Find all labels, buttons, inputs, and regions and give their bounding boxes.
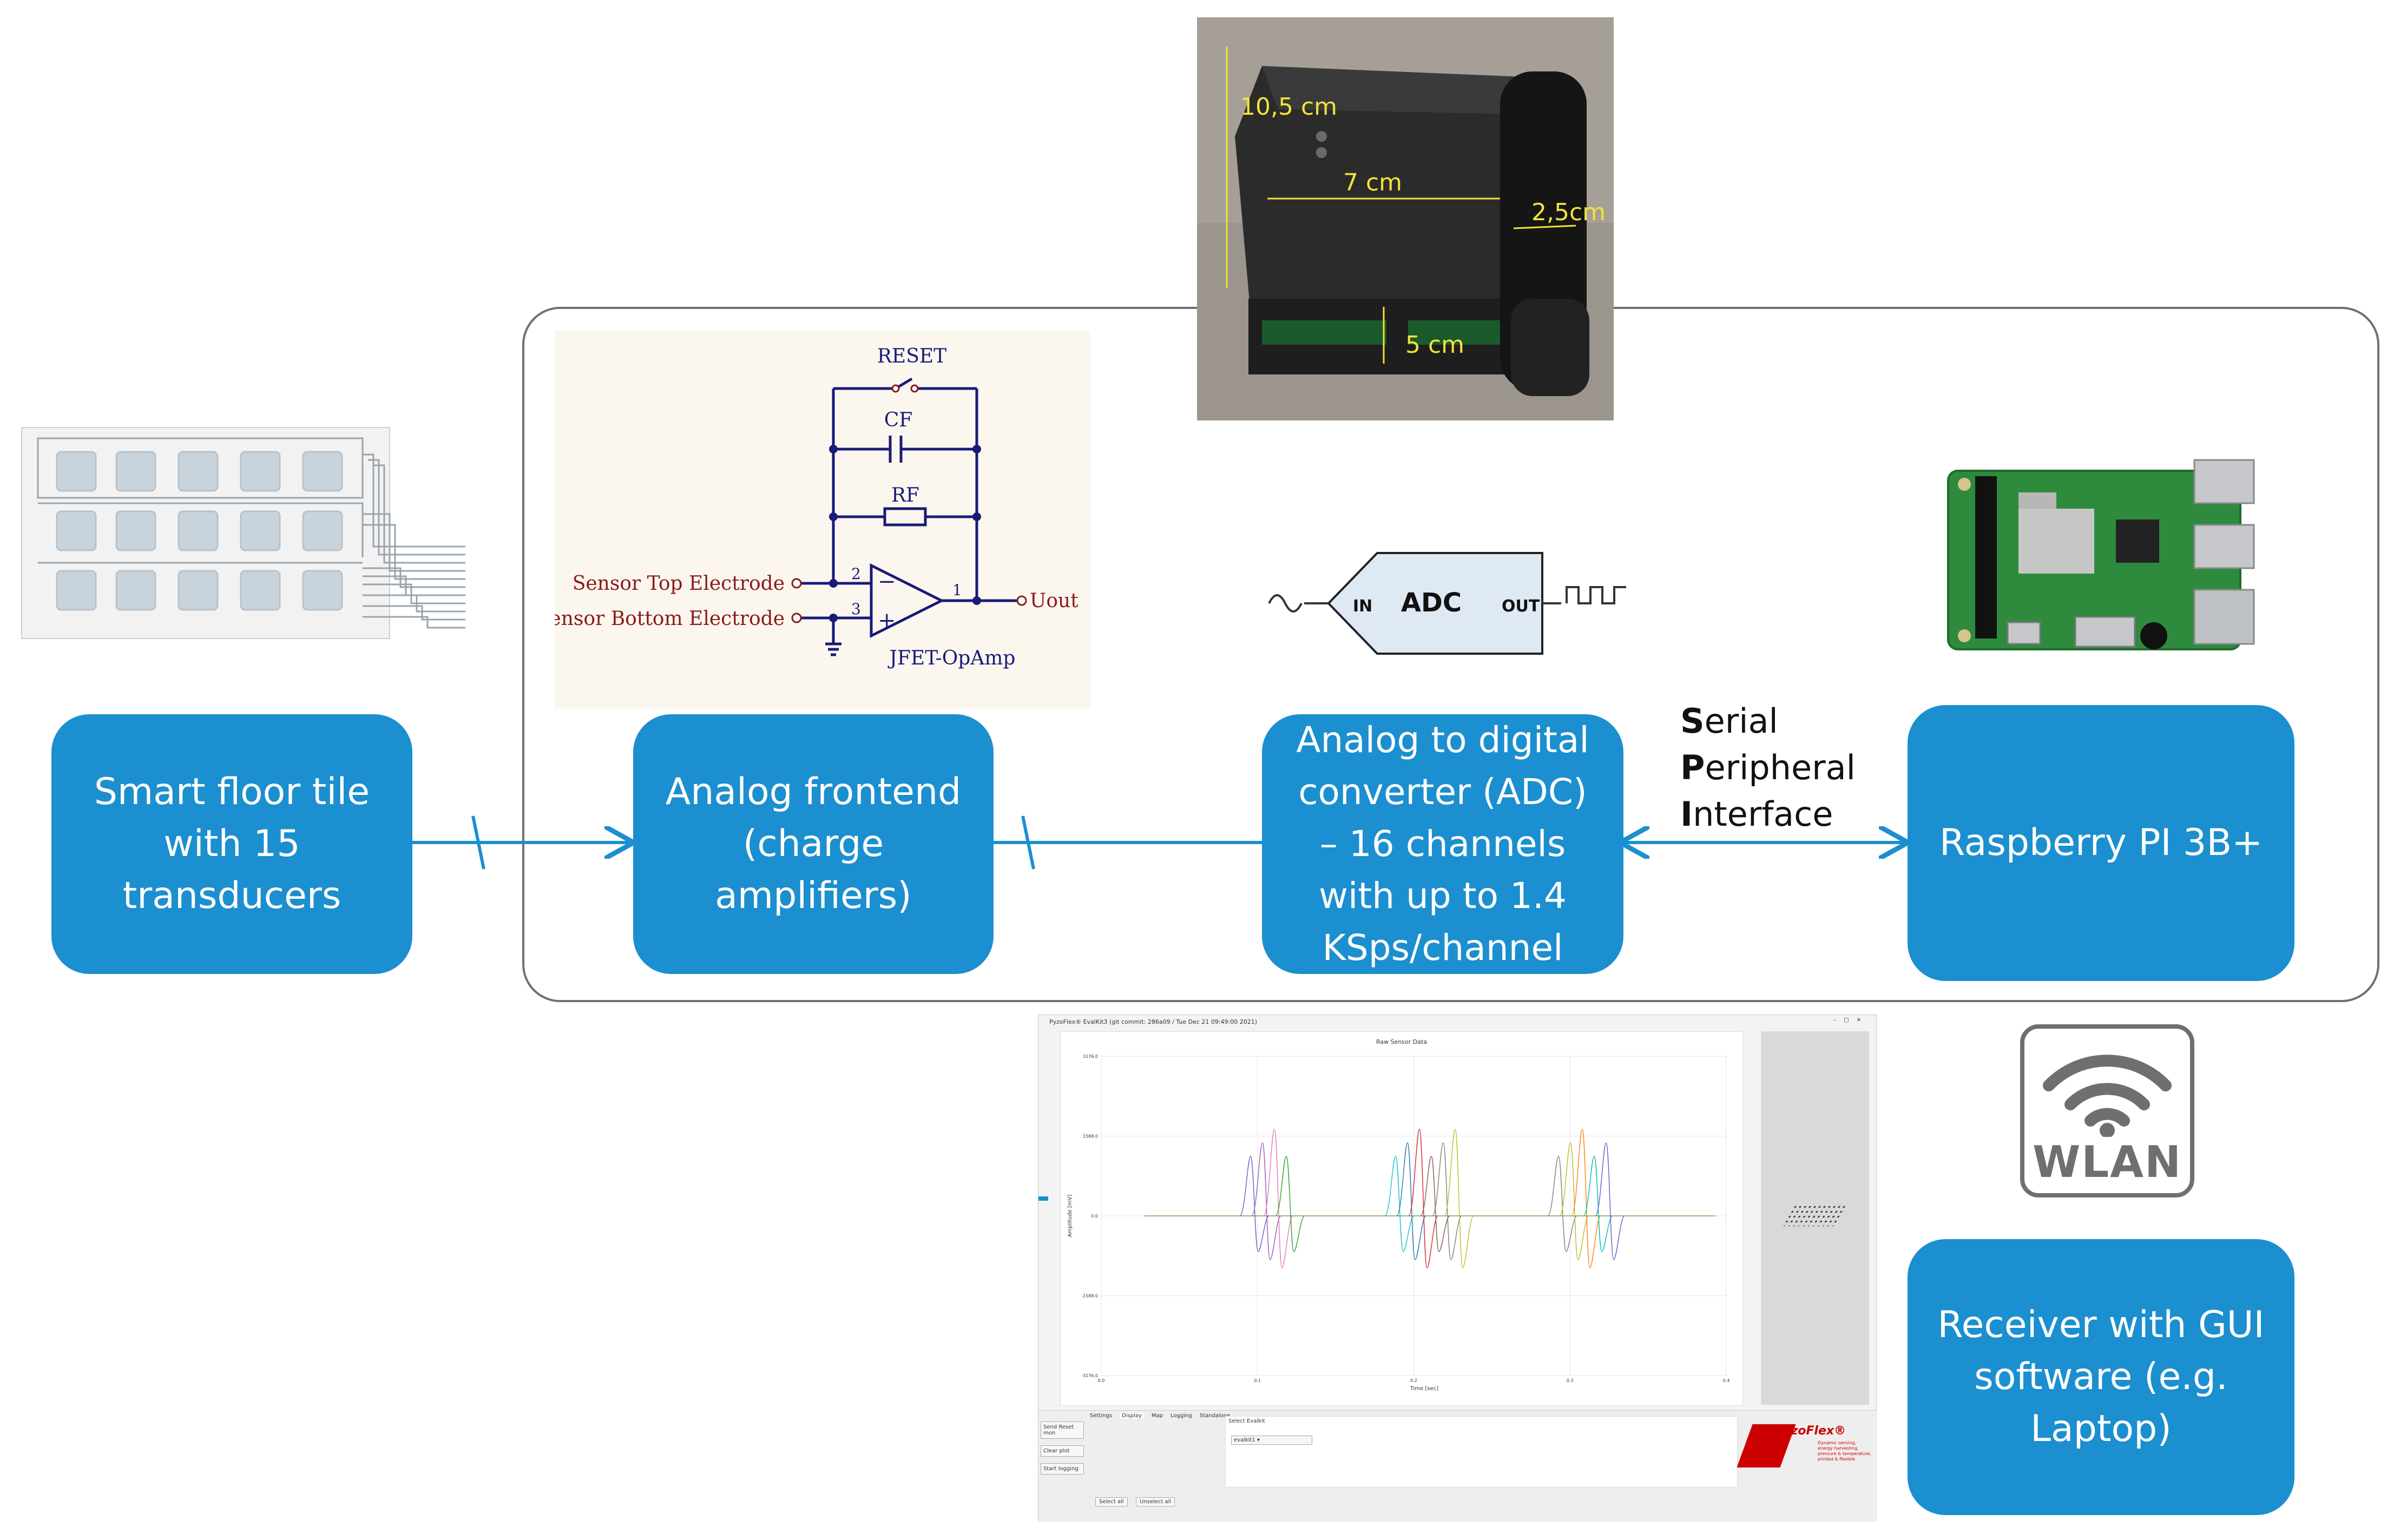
block-adc: Analog to digital converter (ADC) – 16 c… — [1262, 714, 1623, 974]
x-tick-label: 0.4 — [1723, 1378, 1730, 1383]
x-tick-label: 0.3 — [1567, 1378, 1574, 1383]
tab-display[interactable]: Display — [1120, 1413, 1144, 1419]
sensor-map-dots — [1781, 1205, 1849, 1226]
label-reset: RESET — [877, 345, 946, 367]
block-receiver: Receiver with GUI software (e.g. Laptop) — [1908, 1239, 2294, 1515]
plot-xticks: 0.0 0.1 0.2 0.3 0.4 — [1098, 1378, 1730, 1383]
label-cf: CF — [884, 409, 913, 431]
bus-slash-1 — [471, 815, 485, 870]
channel-checkboxes[interactable] — [1093, 1424, 1222, 1489]
gui-window-title: PyzoFlex® EvalKit3 (git commit: 286a09 /… — [1049, 1018, 1258, 1025]
bus-slash-2 — [1021, 815, 1035, 870]
signal-trace — [1444, 1129, 1474, 1268]
y-tick-label: -1588.0 — [1081, 1294, 1098, 1299]
signal-trace — [1396, 1142, 1426, 1260]
gui-plot-area: Raw Sensor Data 3176.0 1588.0 0.0 -1588.0 -3… — [1060, 1031, 1743, 1406]
charge-amplifier-circuit: RESET CF RF JFET-OpAmp 2 3 1 − + Sensor … — [555, 330, 1090, 709]
x-tick-label: 0.1 — [1254, 1378, 1261, 1383]
gui-plot: Raw Sensor Data 3176.0 1588.0 0.0 -1588.0 -3… — [1067, 1038, 1730, 1392]
minus-sign: − — [878, 569, 896, 594]
dim-bottom: 5 cm — [1405, 331, 1464, 359]
label-top-electrode: Sensor Top Electrode — [573, 572, 785, 595]
plot-title: Raw Sensor Data — [1376, 1038, 1427, 1045]
pin-2: 2 — [851, 565, 861, 583]
signal-trace — [1275, 1156, 1305, 1252]
block-raspberry-pi: Raspberry PI 3B+ — [1908, 705, 2294, 981]
unselect-all-button[interactable]: Unselect all — [1136, 1497, 1175, 1506]
plot-ylabel: Amplitude [mV] — [1067, 1194, 1073, 1237]
gui-window-controls: –▢✕ — [1833, 1017, 1869, 1023]
signal-trace — [1263, 1129, 1293, 1268]
block-analog-frontend: Analog frontend (charge amplifiers) — [633, 714, 994, 974]
plot-xlabel: Time [sec] — [1410, 1386, 1438, 1392]
wlan-label: WLAN — [2032, 1137, 2182, 1187]
plus-sign: + — [878, 608, 896, 633]
pin-1: 1 — [952, 581, 962, 599]
select-evalkit-label: Select Evalkit — [1228, 1418, 1265, 1424]
dim-depth: 2,5cm — [1531, 199, 1606, 226]
signal-trace — [1432, 1142, 1462, 1260]
signal-trace — [1559, 1142, 1589, 1260]
floor-tile-image — [21, 427, 465, 639]
x-tick-label: 0.2 — [1410, 1378, 1417, 1383]
gui-tabs: Settings Display Map Logging Standalone — [1090, 1413, 1230, 1419]
adc-title: ADC — [1401, 588, 1462, 618]
label-opamp: JFET-OpAmp — [887, 647, 1016, 669]
signal-trace — [1571, 1129, 1601, 1268]
signal-trace — [1420, 1156, 1450, 1252]
pin-3: 3 — [851, 600, 861, 618]
send-reset-button[interactable]: Send Reset mon — [1041, 1421, 1084, 1439]
signal-trace — [1239, 1156, 1270, 1252]
spi-label: Serial Peripheral Interface — [1680, 701, 1856, 834]
dim-width: 7 cm — [1343, 169, 1402, 196]
gui-slider-handle[interactable] — [1038, 1196, 1048, 1201]
block-floor-tile: Smart floor tile with 15 transducers — [51, 714, 412, 974]
evalkit-select[interactable]: evalkit1 ▾ — [1231, 1436, 1312, 1445]
x-tick-label: 0.0 — [1098, 1378, 1105, 1383]
start-logging-button[interactable]: Start logging — [1041, 1463, 1084, 1475]
gui-controls-panel: Send Reset mon Clear plot Start logging … — [1038, 1410, 1877, 1522]
adc-out-label: OUT — [1502, 597, 1540, 616]
tab-map[interactable]: Map — [1151, 1413, 1163, 1419]
signal-trace — [1595, 1142, 1625, 1260]
label-bottom-electrode: Sensor Bottom Electrode — [555, 608, 785, 630]
select-evalkit-panel: Select Evalkit evalkit1 ▾ — [1225, 1416, 1738, 1488]
clear-plot-button[interactable]: Clear plot — [1041, 1445, 1084, 1457]
adc-in-label: IN — [1353, 597, 1372, 616]
adc-symbol: ADC IN OUT — [1268, 552, 1626, 655]
dim-height: 10,5 cm — [1240, 93, 1337, 121]
y-tick-label: -3176.0 — [1081, 1373, 1098, 1378]
y-tick-label: 0.0 — [1091, 1214, 1098, 1219]
signal-trace — [1408, 1129, 1438, 1268]
gui-screenshot: PyzoFlex® EvalKit3 (git commit: 286a09 /… — [1038, 1015, 1877, 1522]
tab-standalone[interactable]: Standalone — [1199, 1413, 1231, 1419]
device-photo: 10,5 cm 7 cm 2,5cm 5 cm — [1197, 17, 1614, 420]
raspberry-pi-image — [1947, 459, 2255, 650]
pyzoflex-logo: PyzoFlex® Dynamic sensing, energy harves… — [1737, 1419, 1875, 1484]
gui-sensor-map — [1761, 1031, 1869, 1405]
y-tick-label: 3176.0 — [1083, 1054, 1098, 1059]
signal-trace — [1251, 1142, 1281, 1260]
signal-trace — [1583, 1156, 1613, 1252]
wifi-icon — [2043, 1055, 2172, 1137]
label-uout: Uout — [1030, 590, 1079, 612]
y-tick-label: 1588.0 — [1083, 1134, 1098, 1139]
tab-settings[interactable]: Settings — [1090, 1413, 1113, 1419]
tab-logging[interactable]: Logging — [1171, 1413, 1192, 1419]
label-rf: RF — [891, 484, 919, 506]
plot-signals — [1145, 1129, 1715, 1268]
signal-trace — [1547, 1156, 1577, 1252]
wlan-icon: WLAN — [2020, 1024, 2194, 1197]
signal-trace — [1384, 1156, 1415, 1252]
plot-yticks: 3176.0 1588.0 0.0 -1588.0 -3176.0 — [1081, 1054, 1098, 1378]
gui-button-stack: Send Reset mon Clear plot Start logging — [1041, 1421, 1084, 1475]
select-all-button[interactable]: Select all — [1095, 1497, 1128, 1506]
